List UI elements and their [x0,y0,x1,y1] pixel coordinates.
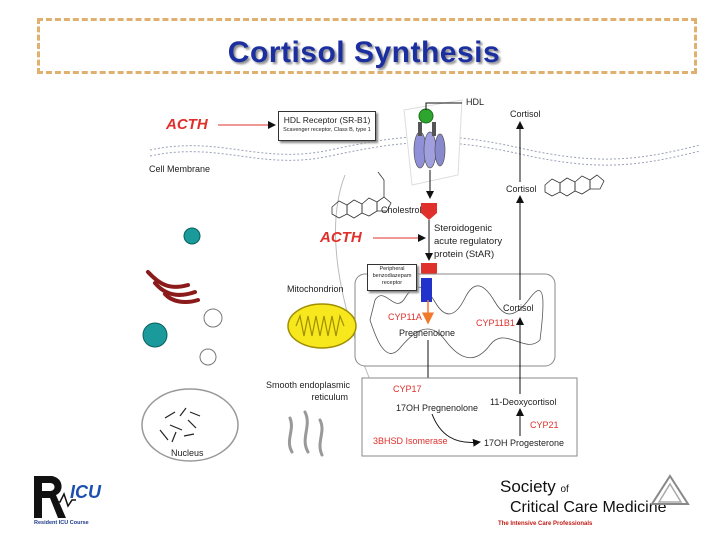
cyp17-label: CYP17 [393,384,422,394]
star-label-line1: Steroidogenic [434,223,493,234]
ser-label-line1: Smooth endoplasmic [266,380,351,390]
star-transport-marker [421,203,437,220]
mitochondrion-icon [287,303,357,349]
icu-logo-letters: ICU [70,482,101,502]
mitochondrion-label: Mitochondrion [287,284,344,294]
ser-box [361,377,578,457]
hdl-receptor-label: HDL Receptor (SR-B1) [283,115,371,125]
sccm-logo-line2: Critical Care Medicine [510,499,667,516]
cortisol-top-label: Cortisol [510,109,541,119]
pbr-receptor-channel [421,278,432,302]
hdl-receptor-sub: Scavenger receptor, Class B, type 1 [283,127,371,133]
granule-icon [199,348,217,366]
lysosome-icon [142,322,168,348]
cortisol-mid-label: Cortisol [506,184,537,194]
sccm-triangle-icon [650,474,690,505]
cyp11b1-label: CYP11B1 [476,318,515,328]
pbr-line2: benzodiazepam [372,273,412,279]
sccm-society: Society [500,477,556,496]
cholesterol-molecule-icon [331,171,392,219]
hsd3b-label: 3BHSD Isomerase [373,436,448,446]
cortisol-molecule-icon [544,174,605,197]
icu-logo-mark [34,476,76,518]
hdl-label: HDL [466,97,485,107]
deoxycortisol-label: 11-Deoxycortisol [490,397,557,407]
star-label: Steroidogenic acute regulatory protein (… [434,222,502,261]
pregnenolone-label: Pregnenolone [399,328,456,338]
icu-logo: ICU Resident ICU Course [30,472,120,528]
sccm-of: of [560,484,569,495]
nucleus-icon [141,388,239,462]
acth-label-left: ACTH [166,116,208,133]
cyp11a-label: CYP11A [388,312,422,322]
pbr-box: Peripheral benzodiazepam receptor [367,264,417,291]
golgi-icon [146,270,200,304]
hdl-receptor-box: HDL Receptor (SR-B1) Scavenger receptor,… [278,111,376,141]
hdl-pointer [425,102,462,110]
peroxisome-icon [203,308,223,328]
oh17-progesterone-label: 17OH Progesterone [484,438,565,448]
acth-label-right: ACTH [320,229,362,246]
star-label-line3: protein (StAR) [434,249,495,260]
cortisol-mito-label: Cortisol [503,303,534,313]
slide-title: Cortisol Synthesis [227,36,501,69]
vesicle-icon [183,227,201,245]
cell-membrane-label: Cell Membrane [149,164,211,174]
title-frame [37,18,697,74]
cyp21-label: CYP21 [530,420,559,430]
ser-label-line2: reticulum [311,392,349,402]
pbr-line3: receptor [381,280,403,286]
hsd-curve-arrow [431,413,481,447]
smooth-er-icon [287,410,324,457]
pbr-line1: Peripheral [379,266,405,272]
star-label-line2: acute regulatory [434,236,503,247]
oh17-pregnenolone-label: 17OH Pregnenolone [396,403,479,413]
ser-label: Smooth endoplasmic reticulum [266,379,350,403]
sccm-logo-tagline: The Intensive Care Professionals [498,521,593,527]
nucleus-label: Nucleus [171,448,204,458]
icu-logo-tagline: Resident ICU Course [34,520,89,526]
sccm-logo: Society of Critical Care Medicine The In… [498,474,700,528]
cholestrol-label: Cholestrol [381,205,422,215]
sccm-logo-line1: Society of [500,478,700,499]
